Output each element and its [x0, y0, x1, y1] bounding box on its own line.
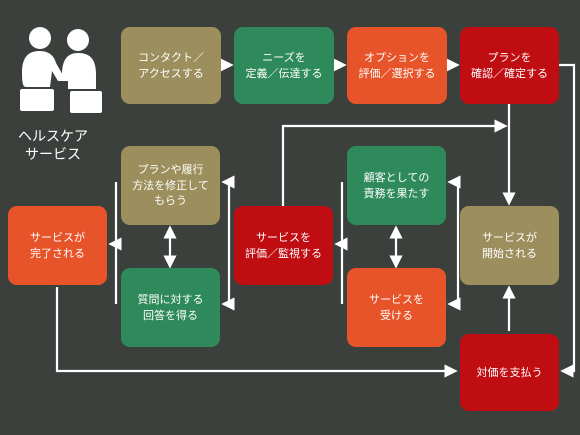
contact-box: コンタクト／ アクセスする — [121, 27, 221, 104]
arrow-complete-to-pay — [55, 287, 458, 378]
receive-box: サービスを 受ける — [347, 268, 446, 347]
pay-box: 対価を支払う — [460, 334, 559, 411]
evaluate-box: サービスを 評価／監視する — [234, 206, 333, 285]
people-icon — [18, 25, 104, 119]
arrow-evaluate-to-plan — [281, 119, 508, 206]
needs-box: ニーズを 定義／伝達する — [234, 27, 334, 104]
start-box: サービスが 開始される — [460, 206, 559, 285]
duties-box: 顧客としての 責務を果たす — [347, 146, 446, 225]
options-box: オプションを 評価／選択する — [347, 27, 447, 104]
complete-box: サービスが 完了される — [8, 206, 107, 285]
page-title: ヘルスケア サービス — [18, 129, 88, 164]
followup-box: プランや履行 方法を修正して もらう — [121, 146, 220, 225]
arrow-plan-to-pay — [559, 63, 576, 378]
answer-box: 質問に対する 回答を得る — [121, 268, 220, 347]
plan-box: プランを 確認／確定する — [460, 27, 559, 104]
